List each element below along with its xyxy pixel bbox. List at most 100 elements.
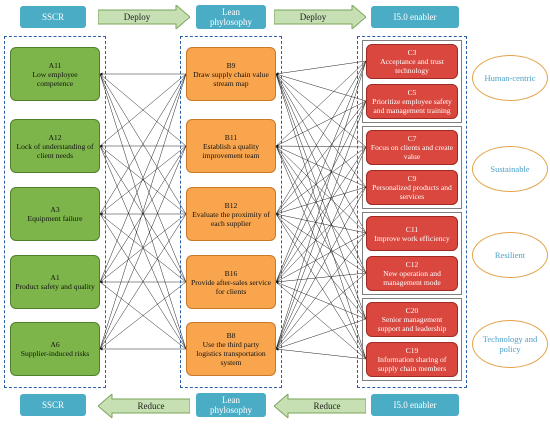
link-c4-b2 [275,213,367,234]
category-resilient: Resilient [472,232,548,278]
risk-text: Supplier-induced risks [20,349,90,358]
link-c1-b0 [275,73,367,102]
link-b4-a3 [99,281,187,350]
link-b4-a0 [99,73,187,350]
deploy-label-1: Deploy [123,12,151,22]
deploy-arrow-1 [98,5,190,29]
risk-code: A3 [50,205,60,214]
lean-node-b11: B11 Establish a quality improvement team [186,119,276,173]
risk-node-a1: A1 Product safety and quality [10,255,100,309]
enabler-node-c19: C19 Information sharing of supply chain … [366,342,458,377]
link-c5-b4 [275,272,367,350]
lean-code: B16 [224,268,238,278]
link-c2-b0 [275,73,367,148]
link-c0-b0 [275,60,367,76]
enabler-node-c5: C5 Prioritize employee safety and manage… [366,84,458,119]
lean-node-b16: B16 Provide after-sales service for clie… [186,255,276,309]
link-c7-b2 [275,213,367,360]
link-b4-a1 [99,145,187,350]
lean-group [180,36,282,388]
category-sustainable: Sustainable [472,146,548,192]
link-c7-b0 [275,73,367,360]
enabler-group [357,36,467,388]
link-c6-b2 [275,213,367,320]
risk-text: Low employee competence [32,69,78,88]
category-technology-policy: Technology and policy [472,320,548,368]
header-enabler-bottom: I5.0 enabler [371,394,459,416]
enabler-code: C12 [405,260,419,269]
enabler-panel-resilient [362,212,462,295]
link-c3-b0 [275,73,367,188]
lean-text: Provide after-sales service for clients [191,277,271,296]
link-b2-a1 [99,145,187,215]
link-c1-b3 [275,100,367,283]
link-c6-b1 [275,145,367,320]
enabler-panel-human [362,40,462,123]
enabler-text: Improve work efficiency [374,233,450,243]
link-c0-b4 [275,60,367,350]
enabler-text: Focus on clients and create value [370,143,454,161]
lean-text: Draw supply chain value stream map [193,69,269,88]
risk-node-a11: A11 Low employee competence [10,47,100,101]
link-c1-b1 [275,100,367,147]
enabler-node-c7: C7 Focus on clients and create value [366,130,458,165]
lean-text: Evaluate the proximity of each supplier [192,209,270,228]
risk-text: Equipment failure [27,214,83,223]
reduce-label-1: Reduce [137,401,165,411]
link-c4-b0 [275,73,367,234]
header-sscr-top: SSCR [20,6,86,28]
enabler-node-c12: C12 New operation and management mode [366,256,458,291]
risk-node-a6: A6 Supplier-induced risks [10,322,100,376]
link-c5-b1 [275,145,367,274]
link-c1-b2 [275,100,367,215]
enabler-code: C20 [405,306,419,315]
risk-code: A11 [48,60,62,70]
link-c4-b1 [275,145,367,234]
lean-text: Establish a quality improvement team [202,141,260,160]
risk-code: A1 [50,273,60,282]
link-c0-b2 [275,60,367,215]
deploy-arrow-2 [274,5,366,29]
risk-text: Product safety and quality [15,282,95,291]
reduce-arrow-1 [98,394,190,418]
lean-node-b12: B12 Evaluate the proximity of each suppl… [186,187,276,241]
category-human-centric: Human-centric [472,55,548,101]
header-enabler-top: I5.0 enabler [371,6,459,28]
link-c7-b4 [275,347,367,360]
link-c7-b3 [275,281,367,360]
link-c3-b1 [275,145,367,188]
link-c7-b1 [275,145,367,360]
deploy-label-2: Deploy [299,12,327,22]
lean-node-b8: B8 Use the third party logistics transpo… [186,322,276,376]
link-c2-b2 [275,146,367,215]
enabler-panel-technology [362,298,462,381]
link-c6-b3 [275,281,367,320]
risk-code: A12 [48,132,62,142]
link-c0-b3 [275,60,367,283]
lean-code: B11 [224,132,238,142]
lean-code: B9 [226,60,236,70]
link-b4-a2 [99,213,187,350]
enabler-text: Senior management support and leadership [377,315,447,333]
enabler-node-c9: C9 Personalized products and services [366,170,458,205]
link-c1-b4 [275,100,367,350]
enabler-code: C7 [407,134,417,143]
link-c5-b0 [275,73,367,274]
reduce-label-2: Reduce [313,401,341,411]
enabler-node-c11: C11 Improve work efficiency [366,216,458,251]
lean-code: B8 [226,331,236,340]
link-c6-b0 [275,73,367,320]
link-c2-b4 [275,146,367,350]
link-b3-a0 [99,73,187,283]
link-c2-b3 [275,146,367,283]
link-c6-b4 [275,318,367,350]
link-c4-b4 [275,232,367,350]
header-sscr-bottom: SSCR [20,394,86,416]
link-c3-b4 [275,186,367,350]
enabler-text: Personalized products and services [372,183,452,201]
enabler-text: Information sharing of supply chain memb… [377,355,447,373]
risk-code: A6 [50,340,60,349]
enabler-text: Acceptance and trust technology [380,57,444,75]
header-lean-top: Lean phylosophy [196,5,266,29]
link-c5-b2 [275,213,367,274]
